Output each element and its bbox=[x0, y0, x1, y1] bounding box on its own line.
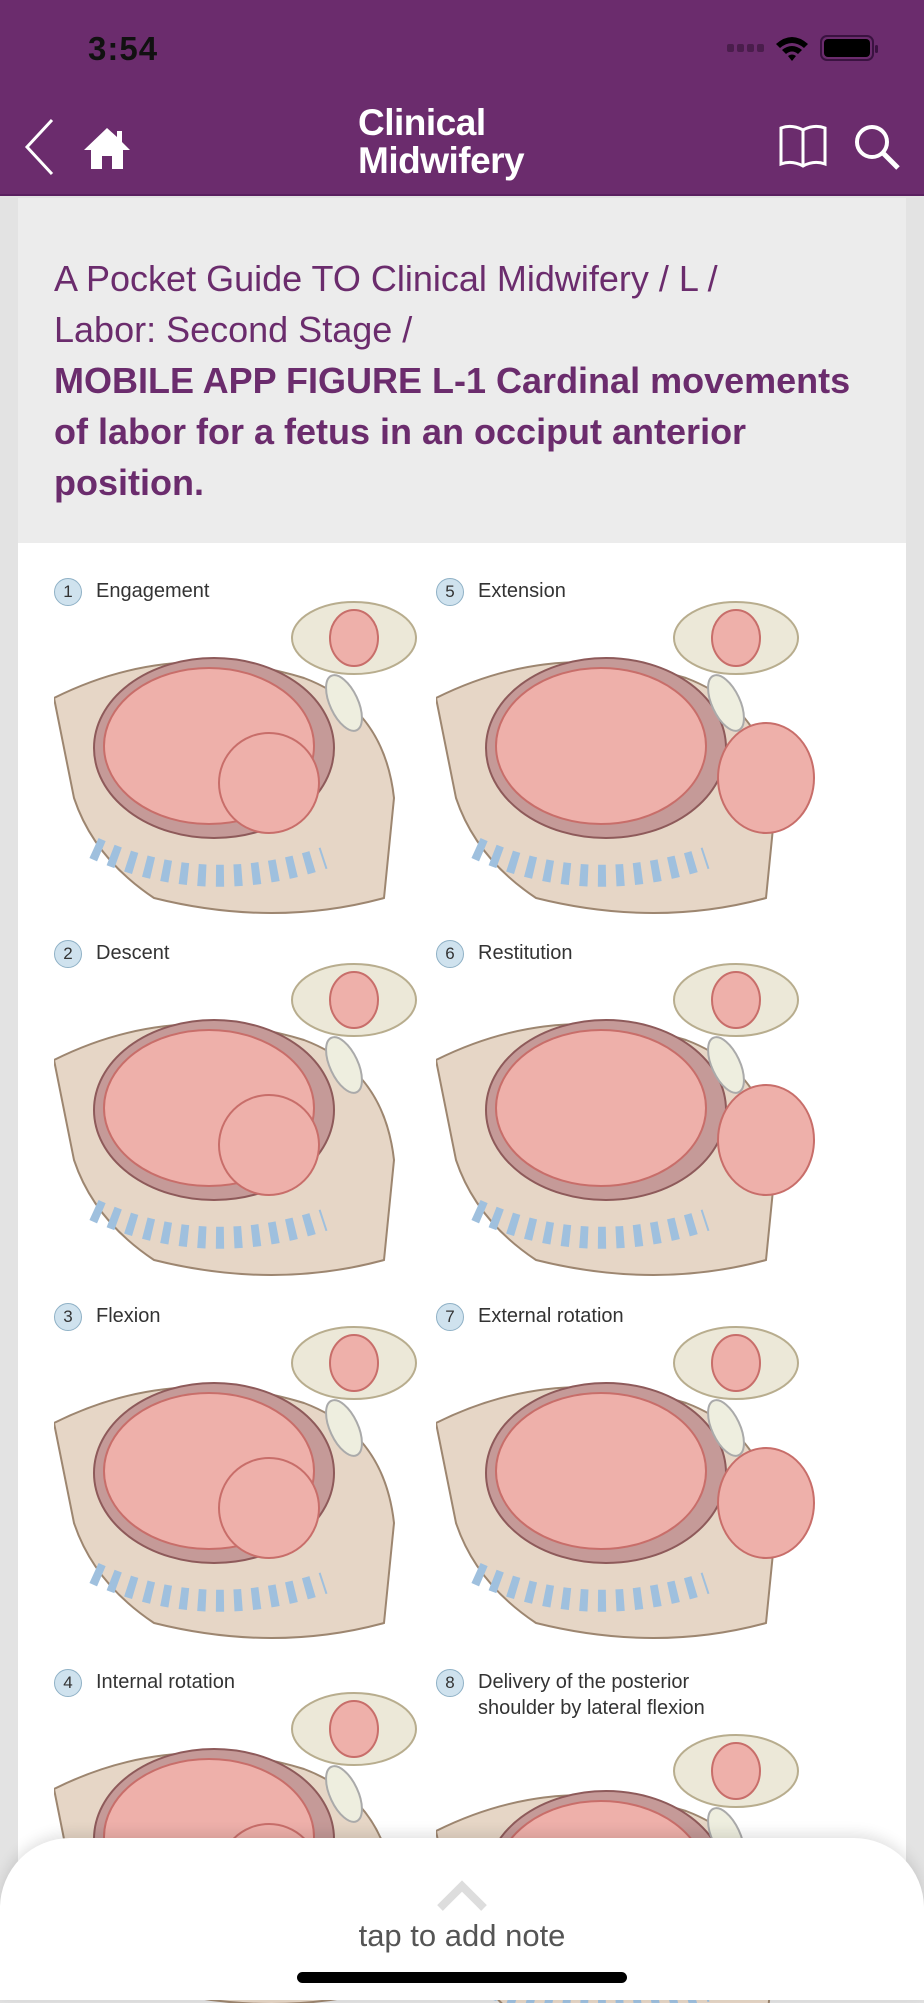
fetal-head-top-view bbox=[711, 971, 761, 1029]
pubic-bone bbox=[325, 1765, 363, 1823]
figure-panel: 1 Engagement bbox=[54, 578, 444, 938]
breadcrumb: A Pocket Guide TO Clinical Midwifery / L… bbox=[18, 198, 906, 543]
step-number: 2 bbox=[54, 940, 82, 968]
spine bbox=[89, 837, 328, 887]
brand-line-1: Clinical bbox=[358, 102, 486, 143]
home-indicator bbox=[297, 1972, 627, 1983]
fetus-body bbox=[495, 1392, 707, 1550]
fetal-head-top-view bbox=[329, 609, 379, 667]
add-note-label[interactable]: tap to add note bbox=[358, 1918, 566, 1953]
breadcrumb-path[interactable]: A Pocket Guide TO Clinical Midwifery / L… bbox=[54, 258, 718, 299]
labor-illustration bbox=[436, 963, 815, 1276]
panel-label: 2 Descent bbox=[54, 940, 169, 968]
signal-icon bbox=[727, 44, 764, 52]
step-label: Internal rotation bbox=[96, 1671, 235, 1693]
step-label: Flexion bbox=[96, 1305, 161, 1327]
pubic-bone bbox=[325, 1399, 363, 1457]
panel-label: 6 Restitution bbox=[436, 940, 573, 968]
pubic-bone bbox=[707, 674, 745, 732]
brand-line-2: Midwifery bbox=[358, 140, 525, 181]
chevron-up-icon[interactable] bbox=[436, 1880, 488, 1912]
spine bbox=[471, 1562, 710, 1612]
spine bbox=[471, 1199, 710, 1249]
status-time: 3:54 bbox=[88, 30, 159, 67]
panel-label: 7 External rotation bbox=[436, 1303, 624, 1331]
step-number: 5 bbox=[436, 578, 464, 606]
figure-panel: 3 Flexion bbox=[54, 1303, 444, 1663]
spine bbox=[471, 837, 710, 887]
step-number: 6 bbox=[436, 940, 464, 968]
step-label: Engagement bbox=[96, 580, 210, 602]
book-icon[interactable] bbox=[778, 124, 828, 172]
breadcrumb-section[interactable]: Labor: Second Stage / bbox=[54, 309, 413, 350]
labor-illustration bbox=[54, 963, 417, 1276]
pubic-bone bbox=[325, 674, 363, 732]
fetus-head bbox=[717, 1084, 815, 1196]
figure-panel: 2 Descent bbox=[54, 940, 444, 1300]
labor-illustration bbox=[54, 601, 417, 914]
note-sheet[interactable]: tap to add note bbox=[0, 1838, 924, 2000]
step-number: 1 bbox=[54, 578, 82, 606]
step-number: 7 bbox=[436, 1303, 464, 1331]
figure-title: MOBILE APP FIGURE L-1 Cardinal movements… bbox=[54, 360, 851, 503]
panel-label: 5 Extension bbox=[436, 578, 566, 606]
step-label: Restitution bbox=[478, 942, 573, 964]
fetus-head bbox=[218, 1457, 320, 1559]
panel-label: 8 Delivery of the posterior shoulder by l… bbox=[436, 1669, 738, 1721]
panel-label: 4 Internal rotation bbox=[54, 1669, 235, 1697]
fetus-body bbox=[495, 667, 707, 825]
figure-panel: 6 Restitution bbox=[436, 940, 826, 1300]
back-icon[interactable] bbox=[22, 118, 58, 176]
fetus-head bbox=[717, 722, 815, 834]
labor-illustration bbox=[436, 1326, 815, 1639]
panel-label: 1 Engagement bbox=[54, 578, 209, 606]
status-icons bbox=[727, 34, 878, 62]
fetal-head-top-view bbox=[329, 1700, 379, 1758]
fetal-head-top-view bbox=[711, 1742, 761, 1800]
pubic-bone bbox=[325, 1036, 363, 1094]
fetal-head-top-view bbox=[711, 1334, 761, 1392]
step-label: Delivery of the posterior shoulder by la… bbox=[478, 1671, 705, 1719]
figure-panel: 5 Extension bbox=[436, 578, 826, 938]
labor-illustration bbox=[54, 1326, 417, 1639]
battery-icon bbox=[820, 35, 878, 61]
fetus-head bbox=[717, 1447, 815, 1559]
step-label: External rotation bbox=[478, 1305, 624, 1327]
fetus-head bbox=[218, 1094, 320, 1196]
step-label: Descent bbox=[96, 942, 170, 964]
step-number: 4 bbox=[54, 1669, 82, 1697]
step-number: 8 bbox=[436, 1669, 464, 1697]
content-card: A Pocket Guide TO Clinical Midwifery / L… bbox=[18, 198, 906, 2003]
fetus-head bbox=[218, 732, 320, 834]
spine bbox=[89, 1199, 328, 1249]
search-icon[interactable] bbox=[852, 122, 902, 172]
pubic-bone bbox=[707, 1036, 745, 1094]
step-number: 3 bbox=[54, 1303, 82, 1331]
figure-cardinal-movements: 1 Engagement 2 Descent 3 Flexion 4 Internal … bbox=[18, 543, 906, 2003]
fetal-head-top-view bbox=[711, 609, 761, 667]
fetus-body bbox=[495, 1029, 707, 1187]
fetal-head-top-view bbox=[329, 971, 379, 1029]
panel-label: 3 Flexion bbox=[54, 1303, 160, 1331]
fetal-head-top-view bbox=[329, 1334, 379, 1392]
step-label: Extension bbox=[478, 580, 566, 602]
figure-panel: 7 External rotation bbox=[436, 1303, 826, 1663]
pubic-bone bbox=[707, 1399, 745, 1457]
labor-illustration bbox=[436, 601, 815, 914]
wifi-icon bbox=[776, 37, 808, 61]
home-icon[interactable] bbox=[82, 126, 132, 170]
spine bbox=[89, 1562, 328, 1612]
